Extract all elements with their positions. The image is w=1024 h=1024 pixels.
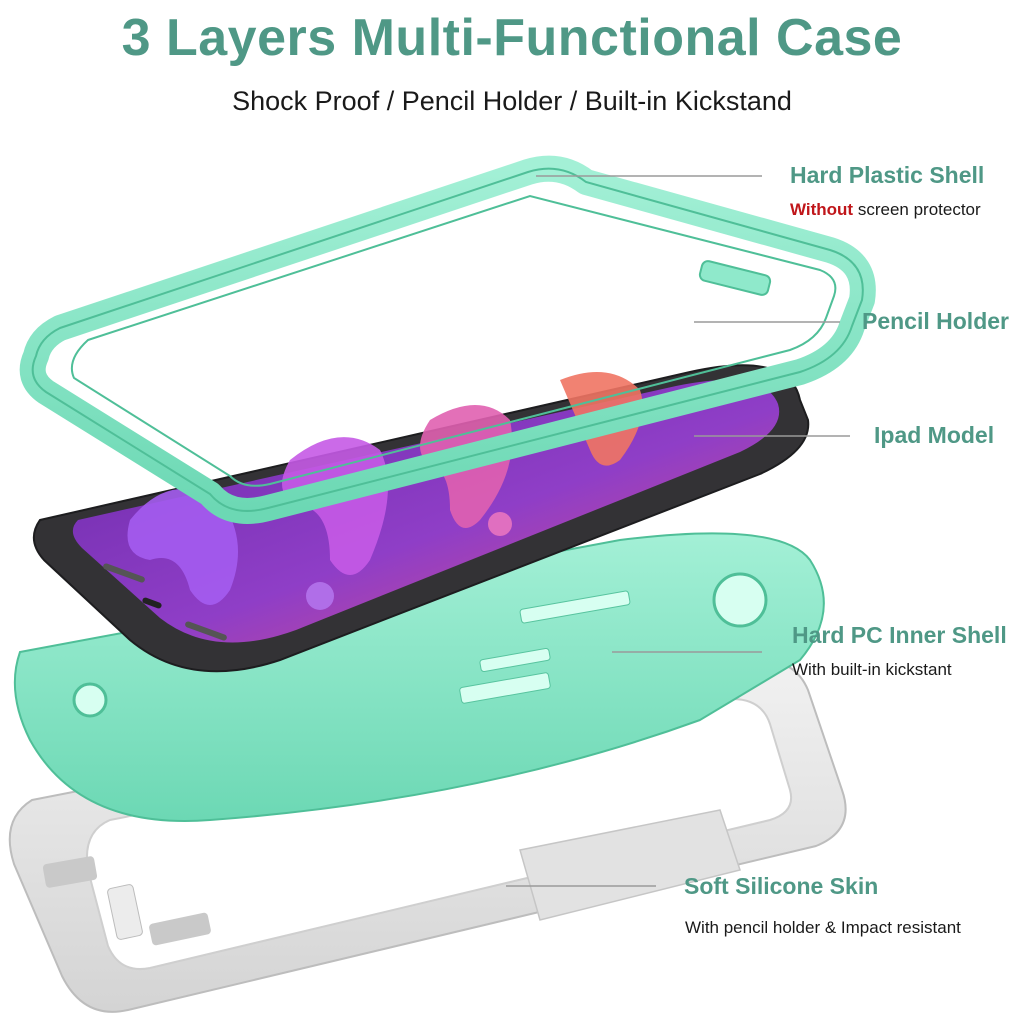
hard-plastic-shell-layer <box>19 155 876 524</box>
usb-c-port <box>142 597 162 609</box>
label-inner-shell: Hard PC Inner Shell <box>792 622 1007 648</box>
speaker-holes <box>103 563 145 583</box>
page-title: 3 Layers Multi-Functional Case <box>121 9 903 67</box>
label-hard-plastic-shell-note: Without screen protector <box>790 200 981 220</box>
pencil-holder-clip <box>698 260 772 296</box>
speaker-holes <box>185 621 227 641</box>
label-pencil-holder: Pencil Holder <box>862 308 1009 334</box>
port-cutout <box>107 884 143 940</box>
leader-lines <box>506 175 850 887</box>
note-text: screen protector <box>853 200 981 219</box>
label-silicone-skin: Soft Silicone Skin <box>684 873 879 899</box>
inner-shell-layer <box>13 532 825 822</box>
kickstand-slot <box>479 647 551 673</box>
speaker-grille-left <box>42 856 98 888</box>
corner-cutout <box>72 682 108 718</box>
honeycomb-grip <box>519 809 741 921</box>
kickstand-slot <box>459 672 551 704</box>
speaker-grille-right <box>149 912 211 946</box>
warning-word: Without <box>790 200 854 219</box>
camera-cutout <box>712 572 768 628</box>
silicone-skin-layer <box>8 658 847 1013</box>
label-inner-shell-note: With built-in kickstant <box>792 660 952 679</box>
label-ipad-model: Ipad Model <box>874 422 995 448</box>
kickstand-slot <box>519 590 631 624</box>
label-silicone-skin-note: With pencil holder & Impact resistant <box>685 918 961 937</box>
page-subtitle: Shock Proof / Pencil Holder / Built-in K… <box>232 86 792 116</box>
label-hard-plastic-shell: Hard Plastic Shell <box>790 162 985 188</box>
